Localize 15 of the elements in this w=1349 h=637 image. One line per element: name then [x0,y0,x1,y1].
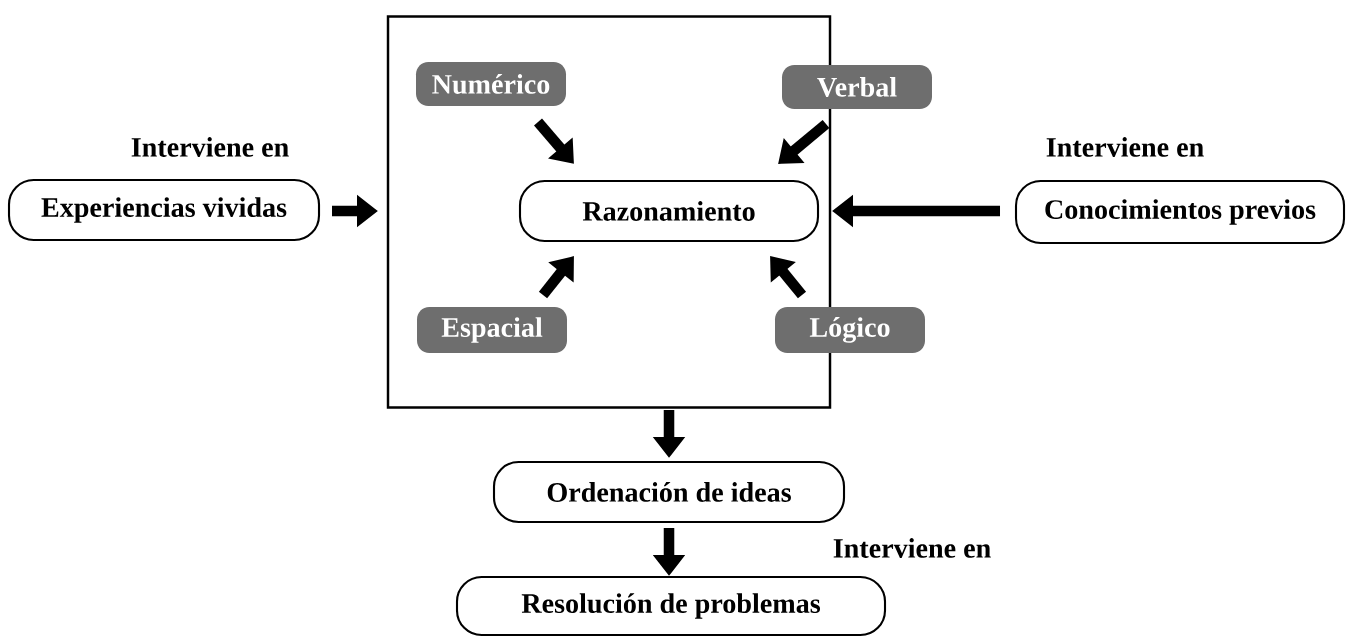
concept-box: Resolución de problemas [455,575,887,637]
category-box: Numérico [416,62,566,106]
caption-text: Interviene en [833,538,991,558]
category-box: Verbal [782,65,932,109]
concept-box: Ordenación de ideas [492,460,846,524]
arrow [538,256,574,299]
arrow [770,256,807,299]
category-box: Espacial [417,307,567,353]
category-box: Lógico [775,307,925,353]
caption-text: Interviene en [1046,137,1204,157]
arrow [534,118,574,164]
caption-text: Interviene en [131,137,289,157]
concept-box: Experiencias vividas [7,178,321,242]
concept-box: Razonamiento [518,179,820,243]
concept-box: Conocimientos previos [1014,179,1346,245]
